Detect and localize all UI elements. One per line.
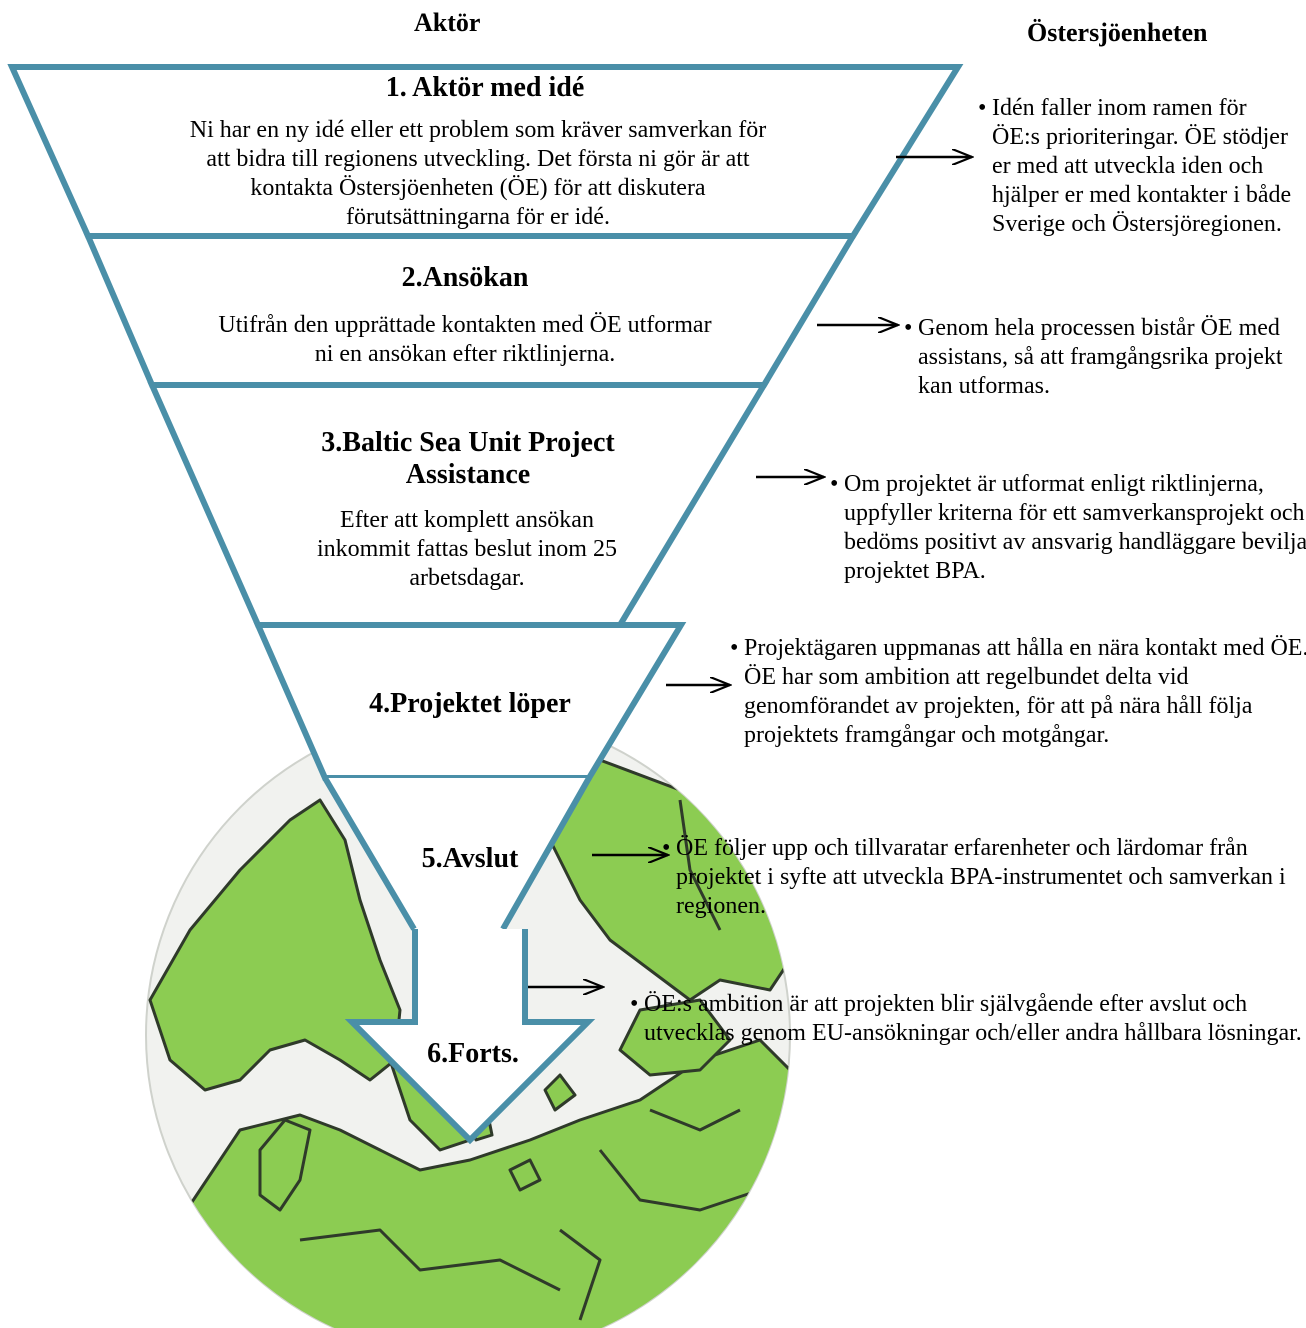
bullet-icon: • — [978, 95, 987, 121]
funnel-stage-5-sides — [322, 776, 592, 931]
note-4: •Projektägaren uppmanas att hålla en när… — [730, 635, 1306, 748]
stage-3-body: Efter att komplett ansökan inkommit fatt… — [317, 507, 617, 591]
stage-3-title: 3.Baltic Sea Unit Project Assistance — [321, 427, 615, 490]
note-6: •ÖE:s ambition är att projekten blir sjä… — [630, 991, 1302, 1046]
header-baltic-unit: Östersjöenheten — [1027, 18, 1208, 47]
note-1: •Idén faller inom ramen för ÖE:s priorit… — [978, 95, 1292, 237]
bullet-icon: • — [904, 315, 913, 341]
bullet-icon: • — [730, 635, 739, 661]
stage-5-title: 5.Avslut — [421, 843, 519, 874]
stage-2-title: 2.Ansökan — [401, 262, 529, 293]
stage-1-body: Ni har en ny idé eller ett problem som k… — [189, 117, 767, 230]
stage-2-body: Utifrån den upprättade kontakten med ÖE … — [218, 312, 712, 367]
bullet-icon: • — [662, 835, 671, 861]
continuation-arrow — [344, 929, 596, 1145]
bullet-icon: • — [630, 991, 639, 1017]
header-actor: Aktör — [414, 8, 481, 37]
continuation-label: 6.Forts. — [427, 1038, 519, 1069]
note-3: •Om projektet är utformat enligt riktlin… — [830, 471, 1306, 584]
stage-1-title: 1. Aktör med idé — [385, 72, 585, 103]
bullet-icon: • — [830, 471, 839, 497]
stage-4-title: 4.Projektet löper — [369, 688, 571, 719]
note-5: •ÖE följer upp och tillvaratar erfarenhe… — [662, 835, 1286, 919]
note-2: •Genom hela processen bistår ÖE med assi… — [904, 315, 1283, 399]
